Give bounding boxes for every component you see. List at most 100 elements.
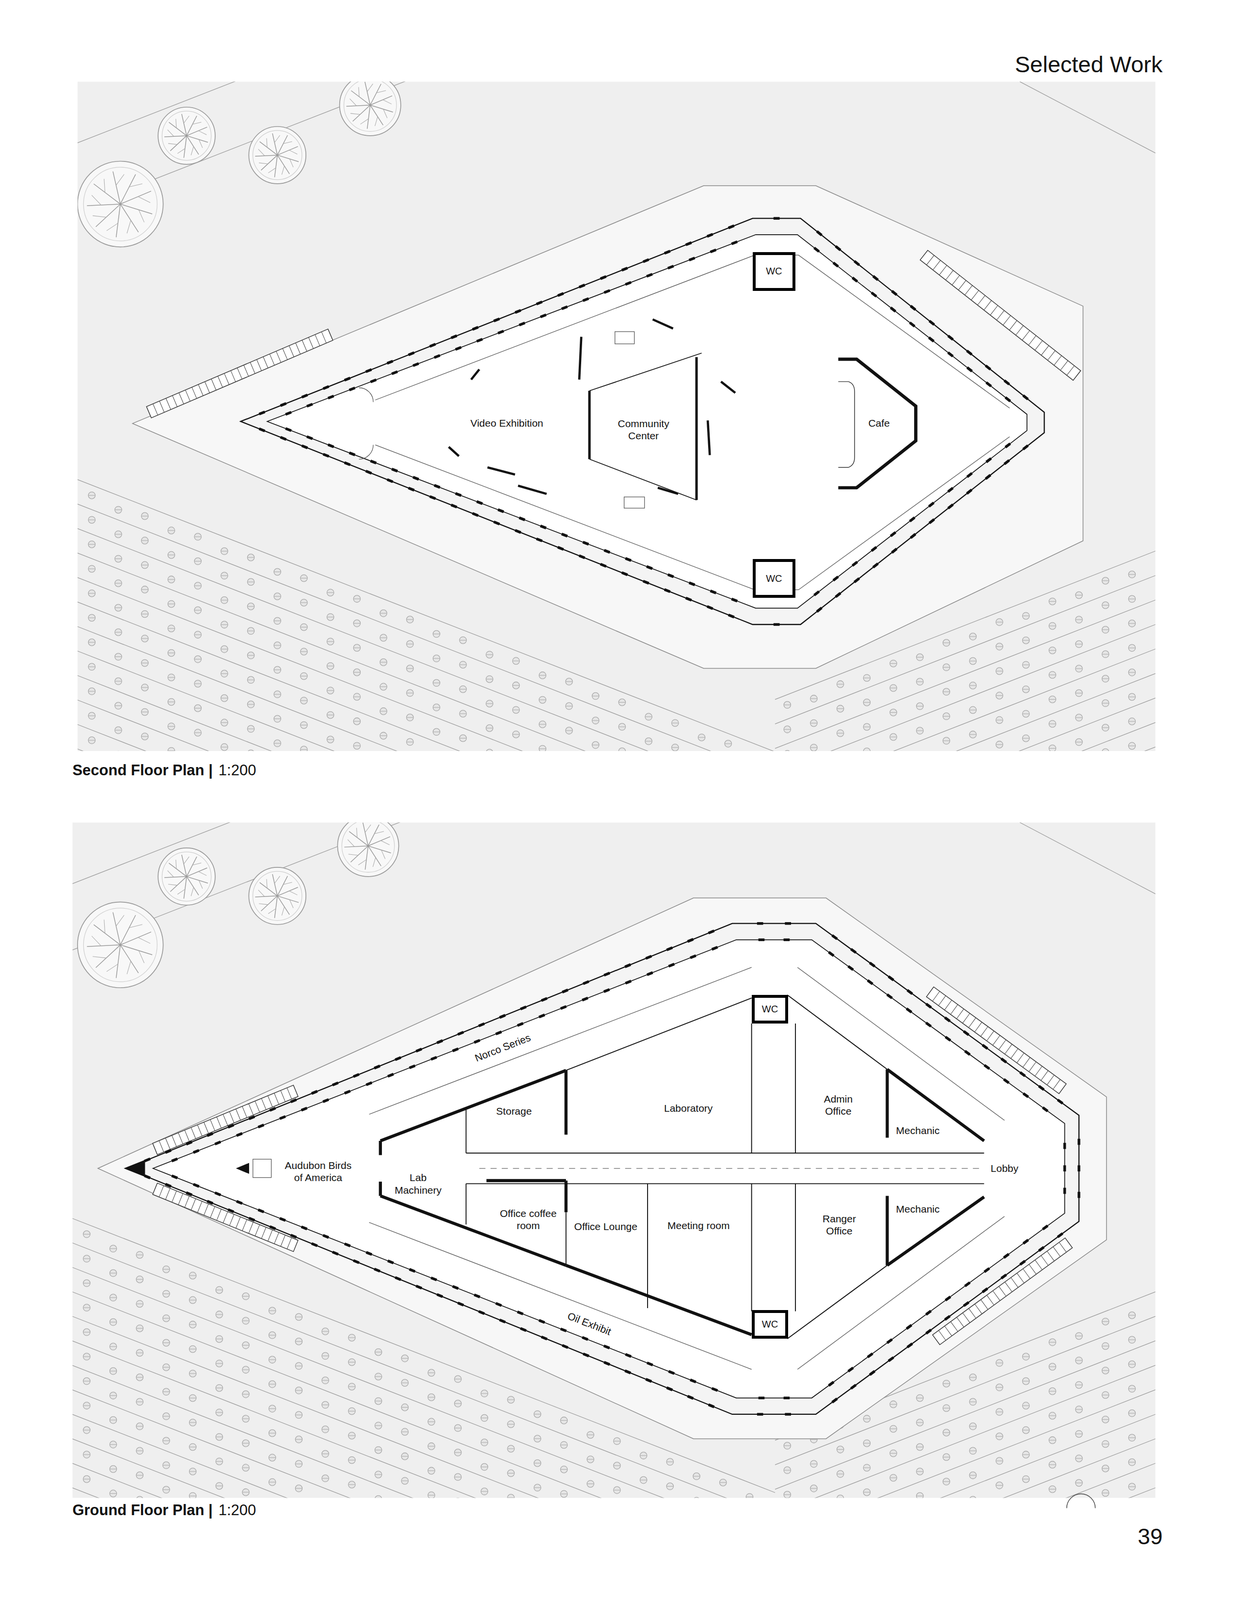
- shrub: [141, 634, 149, 642]
- shrub: [671, 744, 679, 751]
- tree-branch: [186, 135, 199, 155]
- shrub-detail: [943, 1382, 950, 1384]
- shrub: [162, 1461, 170, 1469]
- stair-tread: [956, 1008, 965, 1019]
- tree-twig: [360, 118, 369, 125]
- core-wall: [885, 1195, 889, 1266]
- shrub-detail: [189, 1421, 196, 1423]
- shrub-detail: [1128, 1412, 1136, 1413]
- shrub: [401, 1378, 409, 1386]
- window-mullion: [816, 607, 822, 612]
- shrub-detail: [1076, 1384, 1083, 1385]
- window-mullion: [783, 938, 791, 941]
- shrub-detail: [672, 722, 679, 724]
- shrub: [353, 693, 361, 700]
- stair-tread: [1028, 335, 1037, 346]
- shrub-detail: [890, 687, 897, 688]
- shrub-detail: [1128, 720, 1136, 722]
- window-mullion: [171, 1158, 178, 1161]
- shrub-detail: [1022, 615, 1030, 617]
- exhibition-partition: [448, 446, 460, 457]
- tree-branch: [120, 174, 136, 205]
- shrub-detail: [110, 1297, 117, 1298]
- shrub: [916, 1491, 924, 1498]
- window-mullion: [370, 379, 377, 382]
- shrub: [1075, 1380, 1083, 1388]
- shrub-detail: [301, 748, 308, 750]
- window-mullion: [848, 1367, 854, 1371]
- window-mullion: [867, 1353, 873, 1357]
- shrub: [88, 614, 96, 621]
- shrub-detail: [247, 581, 254, 583]
- shrub-detail: [327, 665, 334, 666]
- shrub-detail: [401, 1431, 409, 1432]
- shrub-detail: [83, 1331, 91, 1332]
- shrub: [269, 1306, 276, 1314]
- window-mullion: [687, 938, 694, 942]
- tree-branch: [86, 204, 121, 206]
- shrub-detail: [216, 1411, 223, 1413]
- shrub-detail: [141, 613, 148, 615]
- shrub-detail: [1022, 1454, 1030, 1455]
- wc-room-box: WC: [752, 558, 796, 598]
- window-mullion: [374, 1268, 381, 1271]
- window-mullion: [926, 1329, 932, 1333]
- stair-tread: [268, 1229, 273, 1241]
- shrub: [221, 596, 228, 604]
- shrub-detail: [1102, 1320, 1109, 1322]
- gallery-line: [375, 254, 1010, 409]
- shrub-detail: [916, 1495, 923, 1496]
- shrub-detail: [110, 1272, 117, 1273]
- tree-branch: [367, 105, 371, 129]
- shrub: [427, 1442, 435, 1450]
- stair-tread: [178, 1132, 184, 1144]
- page-heading: Selected Work: [1014, 50, 1163, 78]
- shrub: [380, 682, 387, 690]
- window-mullion: [1057, 1233, 1063, 1237]
- tree-branch: [261, 155, 278, 171]
- window-mullion: [429, 344, 436, 347]
- shrub: [837, 680, 844, 688]
- shrub: [300, 697, 308, 704]
- window-mullion: [474, 1040, 480, 1043]
- stair-tread: [274, 1092, 280, 1104]
- shrub-detail: [115, 729, 122, 731]
- shrub: [109, 1269, 117, 1277]
- window-mullion: [1023, 1093, 1029, 1097]
- north-arrow: [1066, 1493, 1096, 1508]
- window-mullion: [603, 989, 610, 992]
- gallery-line: [797, 966, 1005, 1121]
- tree-twig: [91, 195, 101, 206]
- tree-twig: [364, 824, 371, 833]
- partition-wall: [465, 1183, 467, 1224]
- window-mullion: [929, 519, 935, 523]
- shrub: [83, 1230, 91, 1237]
- shrub: [273, 568, 281, 575]
- shrub: [427, 1491, 435, 1498]
- shrub: [247, 627, 254, 634]
- window-mullion: [214, 1141, 221, 1144]
- shrub: [242, 1365, 250, 1373]
- shrub-detail: [1128, 1437, 1136, 1438]
- window-mullion: [603, 290, 610, 293]
- shrub: [942, 712, 950, 720]
- shrub-detail: [88, 617, 96, 618]
- shrub-detail: [459, 664, 467, 665]
- shrub: [507, 1444, 515, 1452]
- window-mullion: [582, 997, 588, 1000]
- shrub: [507, 1395, 515, 1403]
- window-mullion: [387, 1073, 394, 1077]
- tree-twig: [258, 903, 269, 905]
- window-mullion: [600, 564, 607, 567]
- shrub: [639, 1475, 647, 1483]
- window-mullion: [982, 1288, 988, 1292]
- tree-branch: [186, 115, 197, 136]
- shrub-detail: [454, 1427, 461, 1428]
- shrub: [996, 1432, 1003, 1440]
- stair-tread: [222, 1113, 228, 1126]
- stair-tread: [190, 1198, 196, 1210]
- shrub: [996, 1457, 1003, 1464]
- shrub: [486, 699, 493, 707]
- window-mullion: [685, 242, 692, 245]
- tree-canopy: [158, 847, 216, 905]
